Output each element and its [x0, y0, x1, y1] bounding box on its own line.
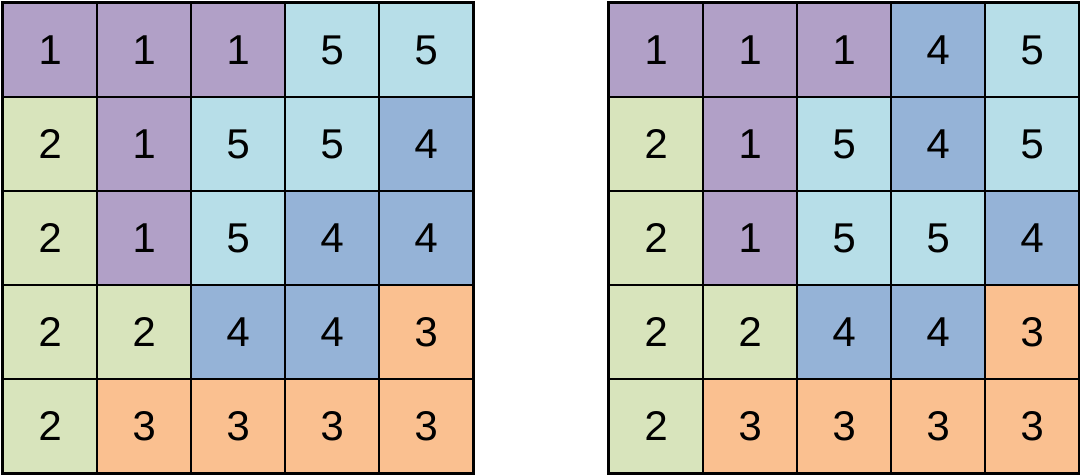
grid-cell: 2	[3, 97, 97, 191]
grid-cell: 1	[97, 191, 191, 285]
grid-cell: 3	[97, 379, 191, 473]
grid-cell: 4	[985, 191, 1079, 285]
grid-cell: 3	[285, 379, 379, 473]
grid-cell: 2	[609, 285, 703, 379]
grid-cell: 5	[285, 3, 379, 97]
grid-cell: 4	[797, 285, 891, 379]
grid-cell: 4	[891, 97, 985, 191]
grid-cell: 5	[891, 191, 985, 285]
grid-cell: 1	[97, 3, 191, 97]
grid-cell: 3	[985, 379, 1079, 473]
grid-cell: 3	[379, 379, 473, 473]
grid-cell: 4	[285, 285, 379, 379]
grid-cell: 5	[285, 97, 379, 191]
grid-cell: 1	[703, 191, 797, 285]
grid-cell: 5	[797, 97, 891, 191]
grid-cell: 2	[97, 285, 191, 379]
grid-cell: 4	[379, 97, 473, 191]
grid-cell: 1	[191, 3, 285, 97]
grid-cell: 4	[891, 3, 985, 97]
grid-cell: 2	[703, 285, 797, 379]
grid-cell: 4	[191, 285, 285, 379]
grid-cell: 4	[379, 191, 473, 285]
grid-cell: 3	[797, 379, 891, 473]
grid-cell: 3	[985, 285, 1079, 379]
grid-cell: 2	[609, 97, 703, 191]
grid-cell: 5	[797, 191, 891, 285]
grid-cell: 5	[191, 191, 285, 285]
grid-cell: 2	[609, 379, 703, 473]
grid-cell: 1	[703, 3, 797, 97]
grid-cell: 1	[3, 3, 97, 97]
grid-cell: 4	[285, 191, 379, 285]
grid-cell: 2	[609, 191, 703, 285]
grid-cell: 2	[3, 379, 97, 473]
grid-cell: 1	[609, 3, 703, 97]
grid-cell: 1	[703, 97, 797, 191]
grid-cell: 5	[191, 97, 285, 191]
grid-cell: 5	[379, 3, 473, 97]
grid-cell: 2	[3, 191, 97, 285]
grid-cell: 3	[379, 285, 473, 379]
grid-cell: 3	[191, 379, 285, 473]
grid-cell: 3	[703, 379, 797, 473]
grid-cell: 3	[891, 379, 985, 473]
grid-cell: 2	[3, 285, 97, 379]
grid-cell: 5	[985, 97, 1079, 191]
grid-cell: 4	[891, 285, 985, 379]
grid-cell: 1	[797, 3, 891, 97]
grid-cell: 5	[985, 3, 1079, 97]
grid-cell: 1	[97, 97, 191, 191]
